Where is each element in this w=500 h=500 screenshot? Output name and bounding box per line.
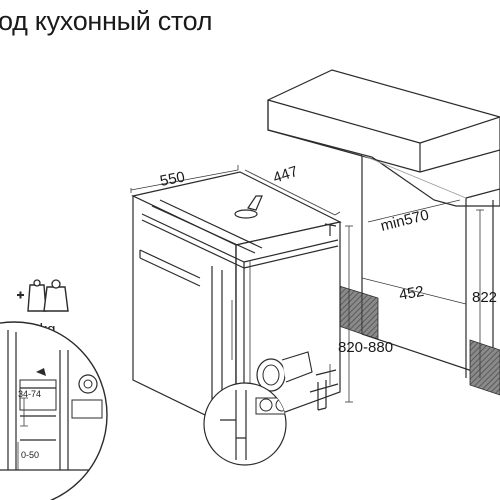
cabinet-niche [335,154,500,396]
leveling-detail-circle: 34-74 0-50 [0,321,108,500]
dimension-niche-width: min570 [379,206,431,234]
dimension-niche-depth: 452 [398,283,426,304]
dimension-height-range: 820-880 [338,339,393,356]
weights-icon [17,279,69,312]
dimension-width: 550 [159,168,187,189]
foot-detail-circle [203,382,287,466]
countertop [267,69,500,207]
dimension-lines [130,165,484,403]
page-title: од кухонный стол [0,6,213,36]
dimension-depth: 447 [271,163,300,187]
adjust-range-upper: 34-74 [18,389,41,399]
dimension-height-cut: 822 [472,289,497,306]
dishwasher-body [131,171,342,440]
adjust-range-lower: 0-50 [21,450,39,460]
dimension-labels: 550 447 min570 452 820-880 822 [159,163,498,356]
